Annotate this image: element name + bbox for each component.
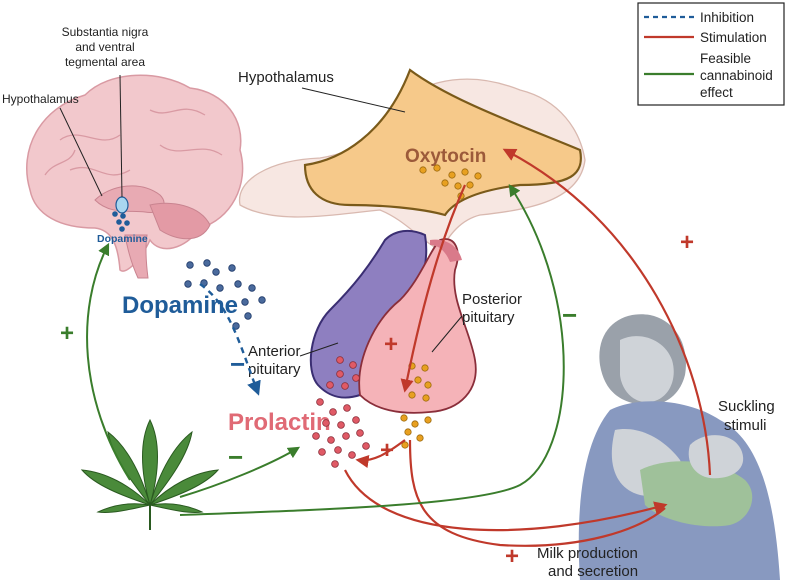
substantia-label-line2: and ventral: [75, 40, 134, 54]
substantia-label-line1: Substantia nigra: [62, 25, 149, 39]
dopamine-small-label: Dopamine: [97, 233, 148, 245]
substantia-leader-line: [119, 74, 123, 198]
minus-sign-cannabis-prolactin: −: [228, 442, 243, 472]
anterior-leader-line: [299, 342, 339, 357]
oxytocin-label: Oxytocin: [405, 146, 486, 167]
prolactin-label: Prolactin: [228, 409, 331, 436]
posterior-plus-sign: +: [384, 331, 398, 358]
cannabis-leaf-illustration: [80, 418, 220, 530]
legend-cannabinoid-label-line2: cannabinoid: [700, 68, 773, 83]
dopamine-big-label: Dopamine: [122, 292, 238, 319]
anterior-label-line2: pituitary: [248, 361, 301, 378]
oxytocin-to-milk-arrow: [408, 439, 666, 547]
plus-sign-milk: +: [505, 543, 519, 570]
hypothalamus-illustration: [238, 68, 586, 414]
brain-illustration: [26, 74, 244, 279]
milk-label-line1: Milk production: [537, 545, 638, 562]
dopamine-granules: [184, 259, 266, 330]
oxytocin-to-posterior-arrow: [400, 184, 467, 393]
cannabis-to-dopamine-arrow: [86, 242, 131, 481]
cannabis-to-prolactin-arrow: [179, 446, 301, 498]
legend-cannabinoid-label-line1: Feasible: [700, 51, 751, 66]
prolactin-granules: [312, 398, 370, 468]
hypothalamus-brain-leader-line: [59, 107, 103, 197]
dopamine-inhibits-prolactin-arrow: [199, 283, 261, 396]
hypothalamus-main-label: Hypothalamus: [238, 69, 334, 86]
suckling-label-line2: stimuli: [724, 417, 767, 434]
legend-inhibition-label: Inhibition: [700, 10, 754, 25]
substantia-label-line3: tegmental area: [65, 55, 145, 69]
posterior-label-line2: pituitary: [462, 309, 515, 326]
posterior-leader-line: [431, 315, 463, 353]
mother-baby-illustration: [578, 314, 780, 580]
posterior-to-prolactin-arrow: [355, 439, 406, 469]
legend: Inhibition Stimulation Feasible cannabin…: [637, 2, 785, 106]
cannabis-to-oxytocin-arrow: [179, 183, 565, 516]
posterior-label-line1: Posterior: [462, 291, 522, 308]
plus-sign-cannabis-dopamine: +: [60, 320, 74, 347]
prolactin-to-milk-arrow: [344, 469, 668, 532]
hypothalamus-main-leader-line: [301, 87, 406, 113]
legend-stimulation-label: Stimulation: [700, 30, 767, 45]
posterior-pituitary-granules: [400, 362, 432, 449]
suckling-label-line1: Suckling: [718, 398, 775, 415]
hypothalamus-brain-label: Hypothalamus: [2, 92, 79, 106]
plus-sign-suckling: +: [680, 229, 694, 256]
legend-box: [637, 2, 785, 106]
anterior-label-line1: Anterior: [248, 343, 301, 360]
milk-label-line2: and secretion: [548, 563, 638, 580]
minus-sign-dopamine-prolactin: −: [230, 349, 245, 379]
suckling-to-oxytocin-arrow: [502, 148, 712, 476]
minus-sign-cannabis-oxytocin: −: [562, 300, 577, 330]
anterior-pituitary-granules: [326, 356, 360, 390]
plus-sign-posterior-prolactin: +: [380, 437, 394, 464]
legend-cannabinoid-label-line3: effect: [700, 85, 733, 100]
